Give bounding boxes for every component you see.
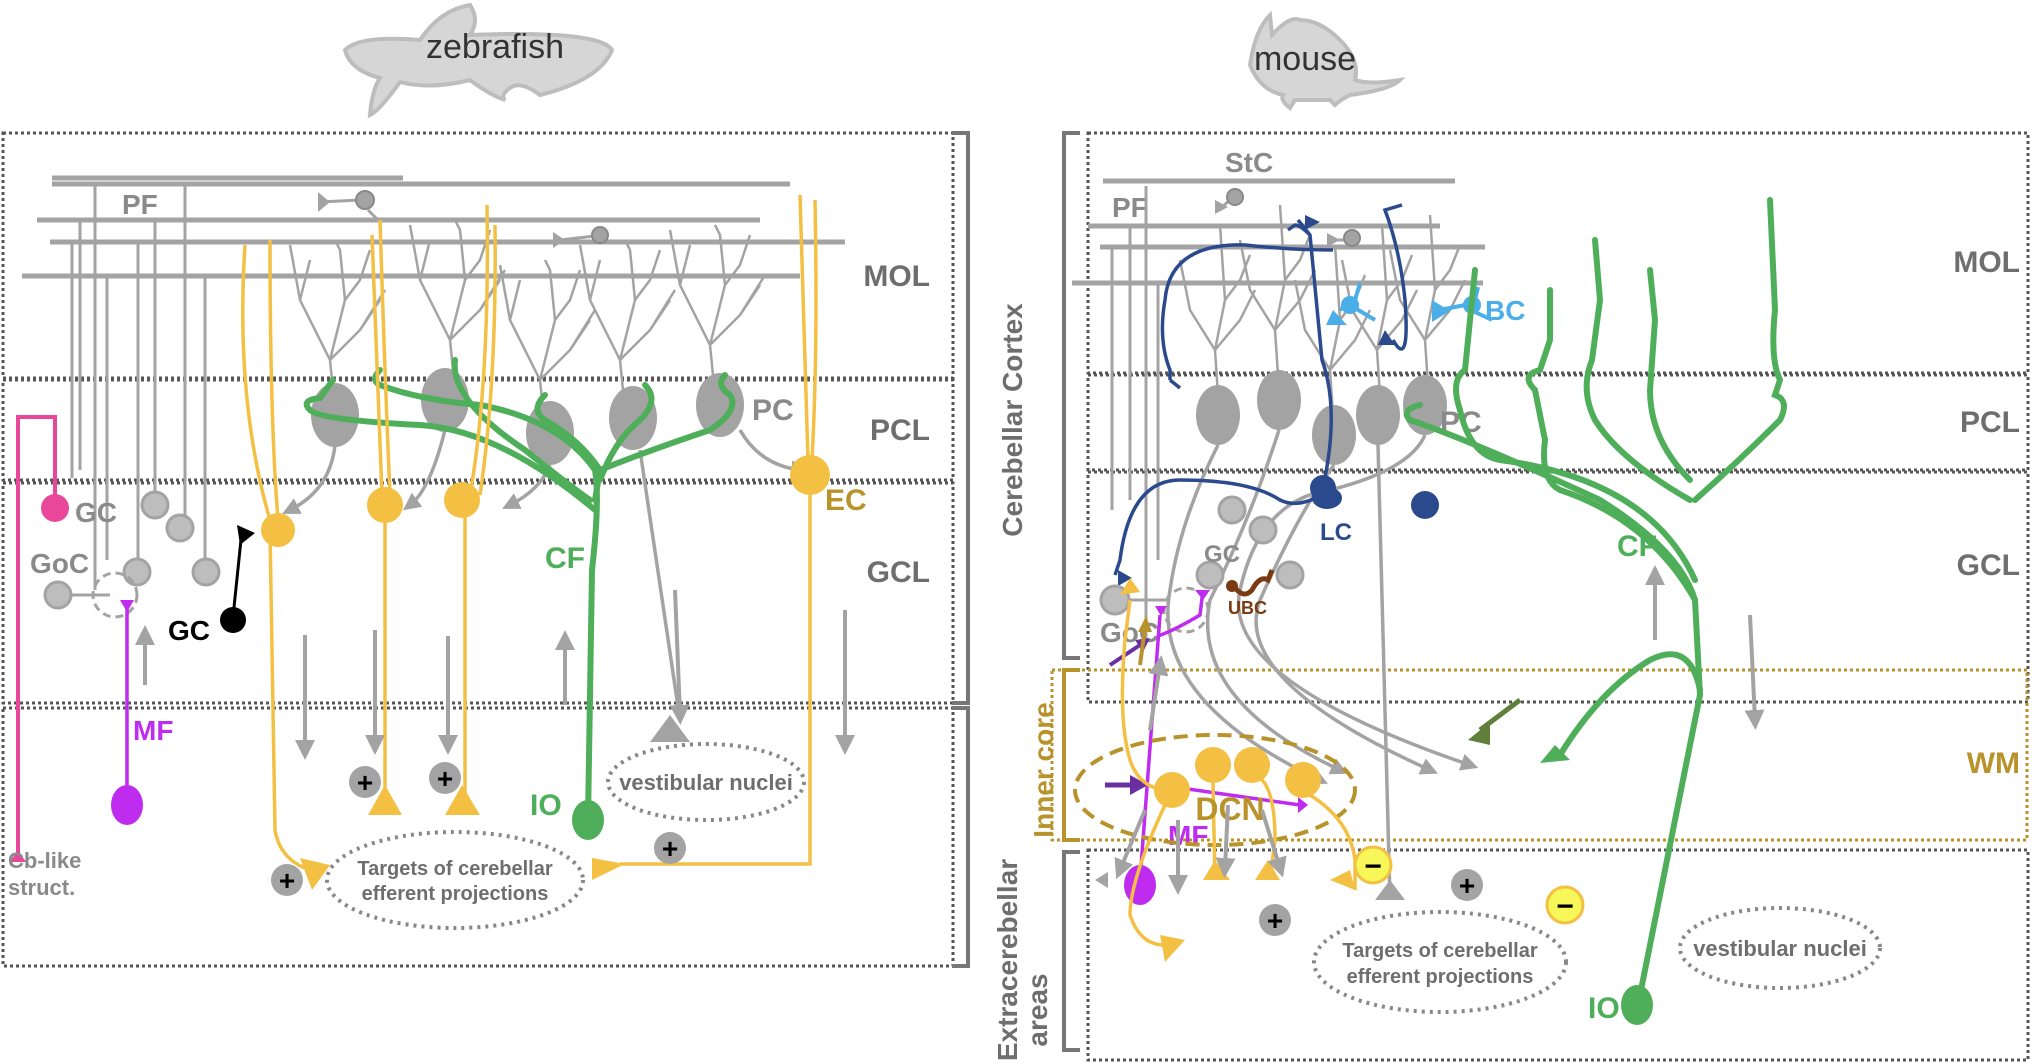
ms-vestibular-label: vestibular nuclei (1693, 936, 1867, 961)
extracerebellar-label-2: areas (1022, 973, 1053, 1046)
zf-mol-box (1, 131, 955, 380)
ms-targets-label-2: efferent projections (1347, 966, 1534, 988)
zf-gcl-box (1, 481, 955, 705)
zf-ec-label: EC (825, 484, 867, 517)
ms-cortex-bracket (1062, 131, 1080, 660)
zf-targets-ellipse (325, 830, 585, 930)
zebrafish-title: zebrafish (426, 28, 564, 66)
zf-golgi-cell (43, 580, 73, 610)
svg-text:+: + (662, 833, 678, 864)
svg-text:−: − (1364, 850, 1382, 883)
zf-cb-like-label-2: struct. (8, 875, 75, 900)
ms-lc-label: LC (1320, 519, 1352, 546)
zf-mf-label: MF (133, 715, 173, 746)
ms-climbing-fibers (1403, 197, 1787, 1025)
ms-vestibular-nuclei (1678, 906, 1882, 990)
zf-eurydendroid-cells (241, 194, 830, 890)
mouse-title: mouse (1254, 40, 1356, 78)
zf-cb-like-label-1: Cb-like (8, 848, 81, 873)
ms-goc-label: GoC (1100, 617, 1159, 648)
zf-mol-label: MOL (863, 260, 930, 293)
ms-lugaro-cells (1113, 203, 1439, 586)
ms-granule-cells (1099, 495, 1305, 634)
svg-text:+: + (357, 767, 373, 798)
ms-sign-badges: + + − − (1259, 845, 1585, 936)
ms-io-label: IO (1588, 992, 1620, 1025)
zf-targets-label-2: efferent projections (362, 883, 549, 905)
mouse-panel: mouse StC PF (1050, 10, 2030, 1062)
zf-purkinje-cell (696, 373, 744, 437)
zf-mossy-fiber (111, 600, 143, 825)
ms-dcn-label: DCN (1195, 791, 1264, 827)
zf-cf-label: CF (545, 542, 585, 575)
zf-gc-pink-label: GC (75, 497, 117, 528)
zf-granule-cells (43, 490, 221, 619)
zebrafish-panel: zebrafish PF (1, 2, 970, 968)
zf-black-granule-cell (220, 525, 255, 633)
ms-ubc-label: UBC (1228, 598, 1267, 618)
svg-text:+: + (437, 763, 453, 794)
zf-targets-label-1: Targets of cerebellar (357, 858, 552, 880)
zf-extra-bracket (952, 706, 970, 968)
ms-wm-label: WM (1967, 747, 2020, 780)
ms-mol-box (1086, 131, 2030, 375)
zf-flow-arrows (135, 589, 855, 760)
inner-core-label: Inner core (1028, 702, 1059, 837)
ms-gc-label: GC (1204, 541, 1240, 568)
zf-inferior-olive (572, 800, 604, 840)
svg-text:+: + (279, 865, 295, 896)
mouse-icon (1247, 10, 1406, 111)
ms-stc-label: StC (1225, 147, 1273, 178)
svg-text:+: + (1459, 870, 1475, 901)
zf-io-label: IO (530, 789, 562, 822)
zf-extra-box (1, 706, 955, 968)
ms-pcl-box (1086, 373, 2030, 472)
ms-wm-box (1050, 668, 2029, 842)
zf-stellate-cell (318, 190, 609, 248)
zf-pf-label: PF (122, 189, 158, 220)
ms-ubc (1230, 569, 1275, 597)
svg-text:+: + (1267, 905, 1283, 936)
ms-extra-box (1086, 848, 2030, 1062)
zf-vestibular-label: vestibular nuclei (619, 770, 793, 795)
ms-dcn (1073, 578, 1357, 962)
zf-vestibular-nuclei (606, 742, 806, 822)
zebrafish-icon (342, 2, 615, 119)
ms-inner-core-bracket (1062, 668, 1080, 842)
cerebellar-cortex-label: Cerebellar Cortex (997, 303, 1028, 537)
zf-gc-black-label: GC (168, 615, 210, 646)
zf-pcl-box (1, 378, 955, 482)
zf-cortex-bracket (952, 131, 970, 705)
ms-gcl-label: GCL (1957, 549, 2020, 582)
ms-flow-arrows (1095, 565, 1765, 895)
ms-stellate-cell (1215, 188, 1361, 247)
ms-pcl-label: PCL (1960, 406, 2020, 439)
extracerebellar-label-1: Extracerebellar (992, 859, 1023, 1061)
zf-goc-label: GoC (30, 548, 89, 579)
ms-targets-ellipse (1312, 910, 1568, 1014)
zf-cb-like-structure (10, 415, 69, 862)
ms-extra-bracket (1062, 850, 1080, 1052)
zf-purkinje-cell (609, 386, 657, 450)
svg-text:−: − (1556, 890, 1574, 923)
ms-targets-label-1: Targets of cerebellar (1342, 940, 1537, 962)
ms-pf-label: PF (1112, 192, 1148, 223)
zf-gcl-label: GCL (867, 556, 930, 589)
zf-pcl-label: PCL (870, 414, 930, 447)
ms-mol-label: MOL (1953, 246, 2020, 279)
zf-excitatory-signs: + + + + (271, 762, 686, 896)
ms-cf-label: CF (1617, 530, 1657, 563)
zf-pc-label: PC (752, 394, 794, 427)
ms-bc-label: BC (1485, 295, 1525, 326)
